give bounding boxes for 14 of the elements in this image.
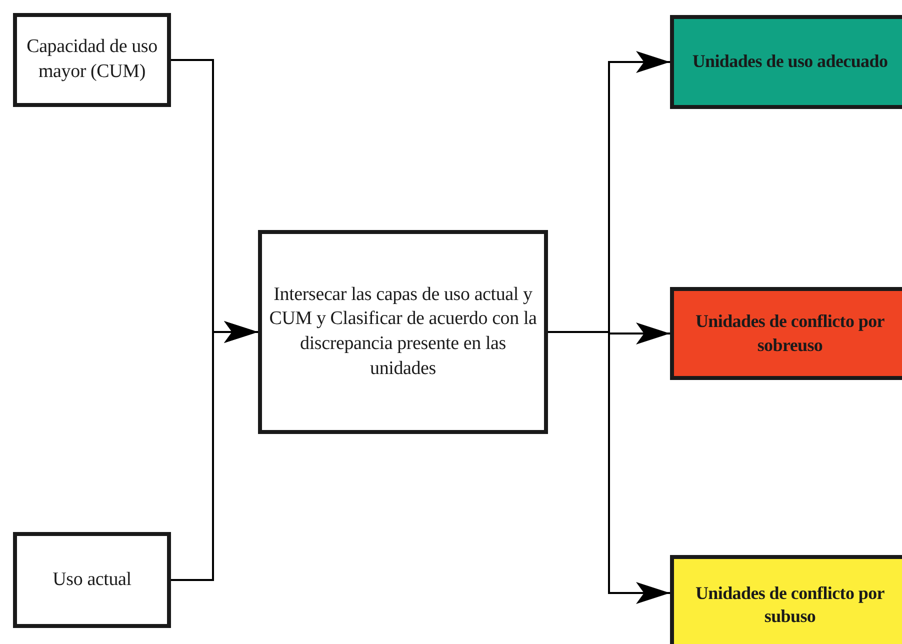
box-label: Intersecar las capas de uso actual y CUM y Clasificar de acuerdo con la discrepancia presente en las unidades bbox=[268, 282, 538, 381]
process-box bbox=[670, 555, 902, 644]
box-label: Capacidad de uso mayor (CUM) bbox=[26, 35, 158, 84]
box-label: Unidades de uso adecuado bbox=[692, 50, 888, 74]
box-label: Uso actual bbox=[52, 568, 132, 592]
connector-arrow bbox=[171, 321, 258, 581]
box-label: Unidades de conflicto por subuso bbox=[694, 582, 886, 628]
process-box bbox=[13, 532, 171, 628]
connector-arrow bbox=[548, 331, 670, 604]
process-box bbox=[258, 230, 548, 434]
process-box bbox=[670, 15, 902, 109]
process-box bbox=[13, 13, 171, 107]
process-box bbox=[670, 287, 902, 380]
box-label: Unidades de conflicto por sobreuso bbox=[694, 310, 886, 356]
